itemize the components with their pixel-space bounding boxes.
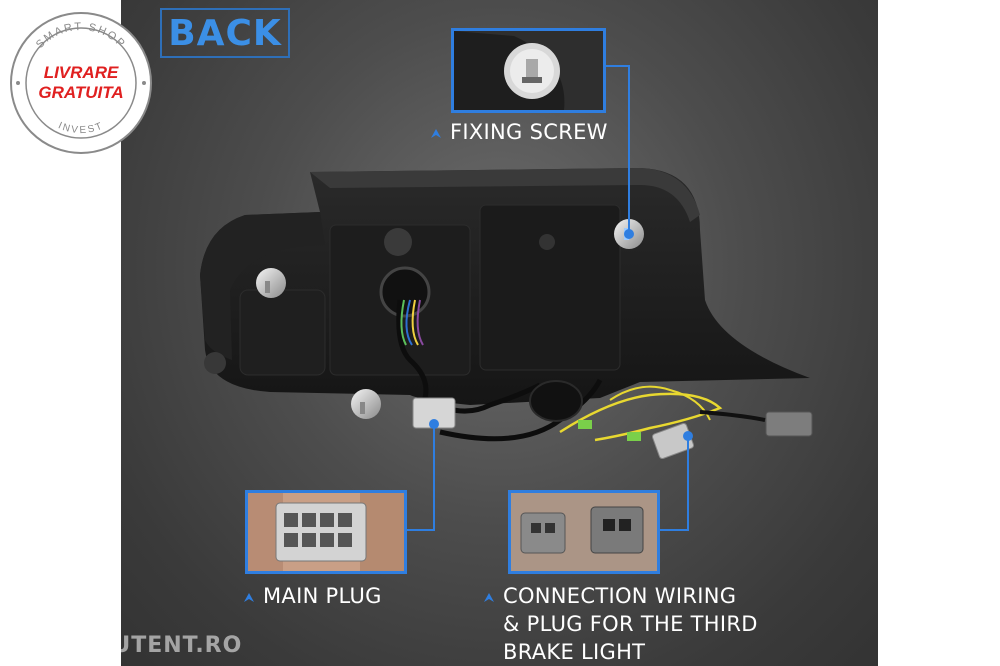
plug-connector bbox=[765, 411, 813, 437]
screw-boss bbox=[256, 268, 286, 298]
callout-dot bbox=[624, 229, 634, 239]
back-header-box: BACK bbox=[160, 8, 290, 58]
yellow-wire bbox=[559, 392, 723, 442]
screw-stud bbox=[265, 281, 270, 293]
wire-harness bbox=[400, 299, 407, 346]
connection-label-line: BRAKE LIGHT bbox=[503, 640, 646, 664]
main-plug-closeup-image bbox=[248, 493, 404, 571]
fixing-screw-thumbnail bbox=[451, 28, 606, 113]
stamp-line-2: GRATUITA bbox=[38, 83, 123, 102]
wire-harness bbox=[411, 299, 419, 346]
housing-left-lobe bbox=[200, 212, 325, 360]
callout-line-main-plug bbox=[406, 424, 435, 531]
connection-closeup-image bbox=[511, 493, 657, 571]
wire-harness bbox=[439, 378, 603, 442]
housing-cap bbox=[384, 228, 412, 256]
connection-wiring-thumbnail bbox=[508, 490, 660, 574]
connection-wiring-label: CONNECTION WIRING & PLUG FOR THE THIRD B… bbox=[503, 582, 758, 666]
connection-label-line: CONNECTION WIRING bbox=[503, 584, 737, 608]
housing-panel bbox=[239, 289, 326, 376]
arrow-up-icon bbox=[431, 129, 441, 138]
wire-harness bbox=[416, 299, 424, 346]
arrow-up-icon bbox=[484, 593, 494, 602]
housing-cap bbox=[204, 352, 226, 374]
wire-marker bbox=[578, 420, 592, 429]
main-plug-label: MAIN PLUG bbox=[263, 584, 382, 608]
housing-cap bbox=[539, 234, 555, 250]
callout-dot bbox=[683, 431, 693, 441]
arrow-up-icon bbox=[244, 593, 254, 602]
housing-panel bbox=[479, 204, 621, 371]
stamp-line-1: LIVRARE bbox=[44, 63, 119, 82]
svg-text:INVEST: INVEST bbox=[56, 120, 105, 136]
yellow-wire bbox=[609, 385, 711, 421]
callout-line-connection bbox=[660, 436, 689, 531]
stamp-bottom-text: INVEST bbox=[56, 120, 103, 136]
watermark-text: AUTENT.RO bbox=[95, 633, 243, 658]
screw-boss bbox=[351, 389, 381, 419]
bulb-socket bbox=[379, 266, 431, 318]
callout-line-fixing-screw bbox=[604, 65, 630, 234]
grommet bbox=[529, 380, 583, 422]
housing-top-flange bbox=[310, 168, 700, 222]
main-plug-thumbnail bbox=[245, 490, 407, 574]
free-delivery-stamp: SMART SHOP INVEST LIVRARE GRATUITA bbox=[10, 12, 152, 154]
screw-closeup-image bbox=[454, 31, 603, 110]
callout-dot bbox=[429, 419, 439, 429]
fixing-screw-label: FIXING SCREW bbox=[450, 120, 608, 144]
wire-marker bbox=[627, 432, 641, 441]
wire-harness bbox=[405, 299, 413, 346]
page-title: BACK bbox=[168, 12, 282, 54]
screw-stud bbox=[360, 402, 365, 414]
black-wire bbox=[699, 410, 766, 422]
connection-label-line: & PLUG FOR THE THIRD bbox=[503, 612, 758, 636]
